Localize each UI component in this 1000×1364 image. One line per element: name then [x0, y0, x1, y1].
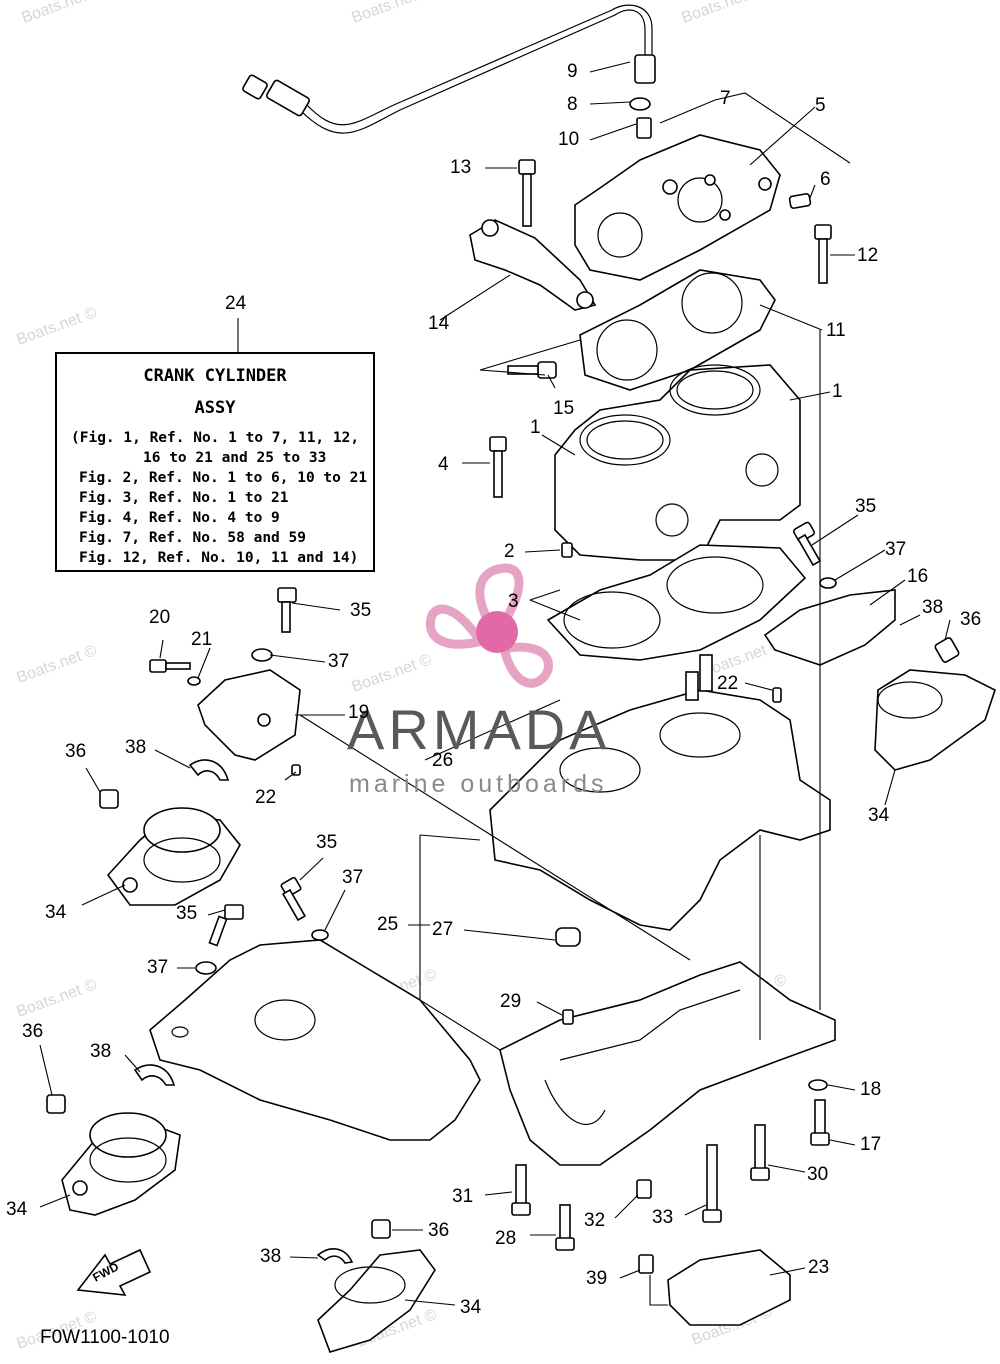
- callout-number: 11: [826, 320, 846, 341]
- legend-line: Fig. 3, Ref. No. 1 to 21: [79, 490, 289, 506]
- callout-number: 36: [65, 741, 87, 762]
- callout-number: 39: [586, 1268, 608, 1289]
- callout-number: 2: [504, 541, 515, 562]
- brand-name: ARMADA: [347, 698, 611, 761]
- engine-mount-rubber-bottom: [317, 1249, 436, 1353]
- callout-number: 22: [255, 787, 277, 808]
- brand-tagline: marine outboards: [349, 770, 608, 798]
- crankcase-bolts: [511, 1079, 830, 1251]
- sender: [788, 193, 812, 209]
- callout-number: 25: [377, 914, 399, 935]
- callout-number: 38: [922, 597, 944, 618]
- callout-number: 4: [438, 454, 449, 475]
- cover-plate: [667, 1249, 791, 1326]
- assembly-legend: CRANK CYLINDER ASSY (Fig. 1, Ref. No. 1 …: [55, 352, 375, 572]
- callout-number: 18: [860, 1079, 882, 1100]
- callout-number: 20: [149, 607, 171, 628]
- callout-number: 16: [907, 566, 929, 587]
- callout-number: 17: [860, 1134, 882, 1155]
- callout-number: 27: [432, 919, 454, 940]
- forward-arrow-icon: [76, 1248, 152, 1296]
- brand-logo-icon: [425, 563, 553, 688]
- callout-number: 34: [45, 902, 67, 923]
- legend-line: Fig. 2, Ref. No. 1 to 6, 10 to 21: [79, 470, 368, 486]
- callout-number: 36: [428, 1220, 450, 1241]
- callout-number: 37: [328, 651, 350, 672]
- callout-number: 35: [316, 832, 338, 853]
- callout-number: 5: [815, 95, 826, 116]
- hose-end-fitting: [242, 74, 311, 117]
- engine-mount-bracket-rear: [197, 669, 301, 761]
- callout-number: 21: [191, 629, 213, 650]
- callout-number: 36: [22, 1021, 44, 1042]
- callout-number: 37: [342, 867, 364, 888]
- head-gasket: [579, 269, 776, 391]
- callout-number: 7: [720, 88, 731, 109]
- legend-line: Fig. 7, Ref. No. 58 and 59: [79, 530, 306, 546]
- hose-clip: [629, 97, 651, 111]
- callout-number: 34: [868, 805, 890, 826]
- callout-number: 1: [832, 381, 843, 402]
- callout-number: 34: [460, 1297, 482, 1318]
- callout-number: 13: [450, 157, 472, 178]
- legend-title-line1: CRANK CYLINDER: [143, 366, 287, 386]
- legend-line: Fig. 12, Ref. No. 10, 11 and 14): [79, 550, 359, 566]
- legend-line: Fig. 4, Ref. No. 4 to 9: [79, 510, 280, 526]
- legend-ref-number: 24: [225, 293, 247, 314]
- crankcase-upper: [489, 689, 831, 931]
- union-bolt: [636, 117, 652, 139]
- callout-number: 29: [500, 991, 522, 1012]
- callout-number: 35: [855, 496, 877, 517]
- callout-number: 32: [584, 1210, 606, 1231]
- callout-number: 38: [125, 737, 147, 758]
- callout-number: 10: [558, 129, 580, 150]
- callout-number: 35: [350, 600, 372, 621]
- legend-title-line2: ASSY: [194, 398, 236, 418]
- bushing: [555, 927, 581, 947]
- exhaust-manifold: [149, 939, 481, 1141]
- callout-number: 38: [90, 1041, 112, 1062]
- callout-number: 38: [260, 1246, 282, 1267]
- legend-line: 16 to 21 and 25 to 33: [143, 450, 327, 466]
- callout-number: 1: [530, 417, 541, 438]
- callout-number: 23: [808, 1257, 830, 1278]
- callout-number: 35: [176, 903, 198, 924]
- figure-code: F0W1100-1010: [40, 1327, 170, 1348]
- oil-hose: [299, 9, 646, 134]
- callout-number: 22: [717, 673, 739, 694]
- cylinder-head: [574, 134, 781, 281]
- callout-number: 9: [567, 61, 578, 82]
- cylinder-block: [554, 364, 801, 561]
- callout-number: 34: [6, 1199, 28, 1220]
- callout-number: 12: [857, 245, 879, 266]
- callout-number: 28: [495, 1228, 517, 1249]
- callout-number: 15: [553, 398, 575, 419]
- callout-number: 31: [452, 1186, 474, 1207]
- engine-mount-bracket-front: [763, 589, 896, 666]
- engine-mount-rubber-right: [874, 669, 996, 771]
- callout-number: 19: [348, 702, 370, 723]
- callout-number: 37: [885, 539, 907, 560]
- callout-number: 30: [807, 1164, 829, 1185]
- callout-number: 33: [652, 1207, 674, 1228]
- callout-number: 26: [432, 750, 454, 771]
- callout-number: 37: [147, 957, 169, 978]
- leader-lines: [39, 61, 951, 1306]
- callout-number: 3: [508, 591, 519, 612]
- callout-number: 8: [567, 94, 578, 115]
- callout-number: 6: [820, 169, 831, 190]
- legend-line: (Fig. 1, Ref. No. 1 to 7, 11, 12,: [71, 430, 360, 446]
- callout-number: 14: [428, 313, 450, 334]
- callout-number: 36: [960, 609, 982, 630]
- crankcase-lower: [499, 961, 836, 1166]
